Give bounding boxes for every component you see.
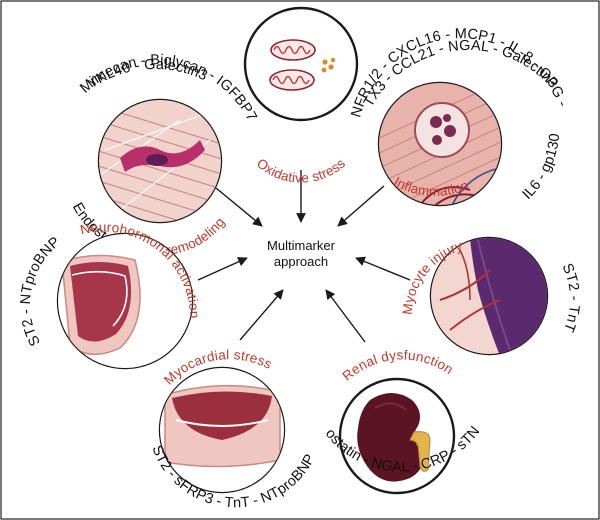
markers-myocyte: ST2 - TnT	[559, 261, 583, 334]
arrow-matrix	[215, 187, 263, 227]
ventricle-icon	[58, 234, 192, 368]
kidney-icon	[357, 393, 431, 482]
myocyte-icon	[431, 238, 547, 354]
heart-chamber-icon	[160, 368, 284, 492]
fibroblast-tissue-icon	[99, 100, 221, 222]
svg-text:Multimarker: Multimarker	[267, 238, 336, 253]
macrophage-tissue-icon	[379, 83, 501, 205]
node-oxidative-stress: Oxidative stress	[243, 6, 359, 186]
node-myocyte-injury: Myocyte injury ST2 - TnT	[400, 236, 583, 356]
markers-inflammation-line3: IL6 - gp130	[520, 133, 564, 203]
svg-text:approach: approach	[274, 254, 328, 269]
markers-neurohormonal: ST2 - NTproBNP	[18, 234, 63, 348]
node-myocardial-stress: Myocardial stress ST2 - sFRP3 - TnT - NT…	[148, 347, 318, 511]
arrows	[197, 170, 411, 343]
arrow-inflammation	[337, 185, 385, 227]
arrow-renal	[325, 289, 366, 343]
center-label: Multimarker approach	[267, 238, 336, 269]
arrow-myocyte	[355, 256, 411, 281]
mitochondria-icon	[269, 39, 336, 91]
arrow-neurohormonal	[197, 257, 248, 281]
arrow-myocardial	[239, 289, 284, 341]
